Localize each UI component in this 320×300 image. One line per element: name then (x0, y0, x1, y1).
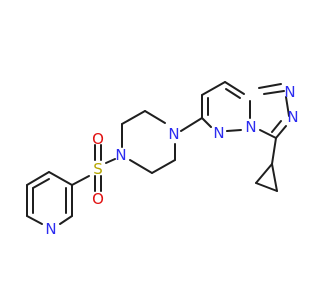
atom-sulfonyl-o-bottom: O (92, 190, 104, 208)
atom-piperazine-n-top: N (168, 125, 179, 143)
molecule-structure: N S O O N N N N N N (26, 81, 299, 238)
atom-triazole-n-right: N (287, 108, 298, 126)
atom-sulfonyl-o-top: O (92, 130, 104, 148)
atom-piperazine-n-bottom: N (115, 146, 126, 164)
atom-triazole-n-top: N (284, 83, 295, 101)
bond-lines (26, 81, 290, 225)
atom-sulfonyl-s: S (93, 160, 103, 178)
atom-ring-n-bottom-left: N (213, 124, 224, 142)
atom-pyridine-n: N (45, 220, 56, 238)
atom-labels: N S O O N N N N N N (45, 83, 298, 238)
atom-ring-n-bridge: N (245, 118, 256, 136)
